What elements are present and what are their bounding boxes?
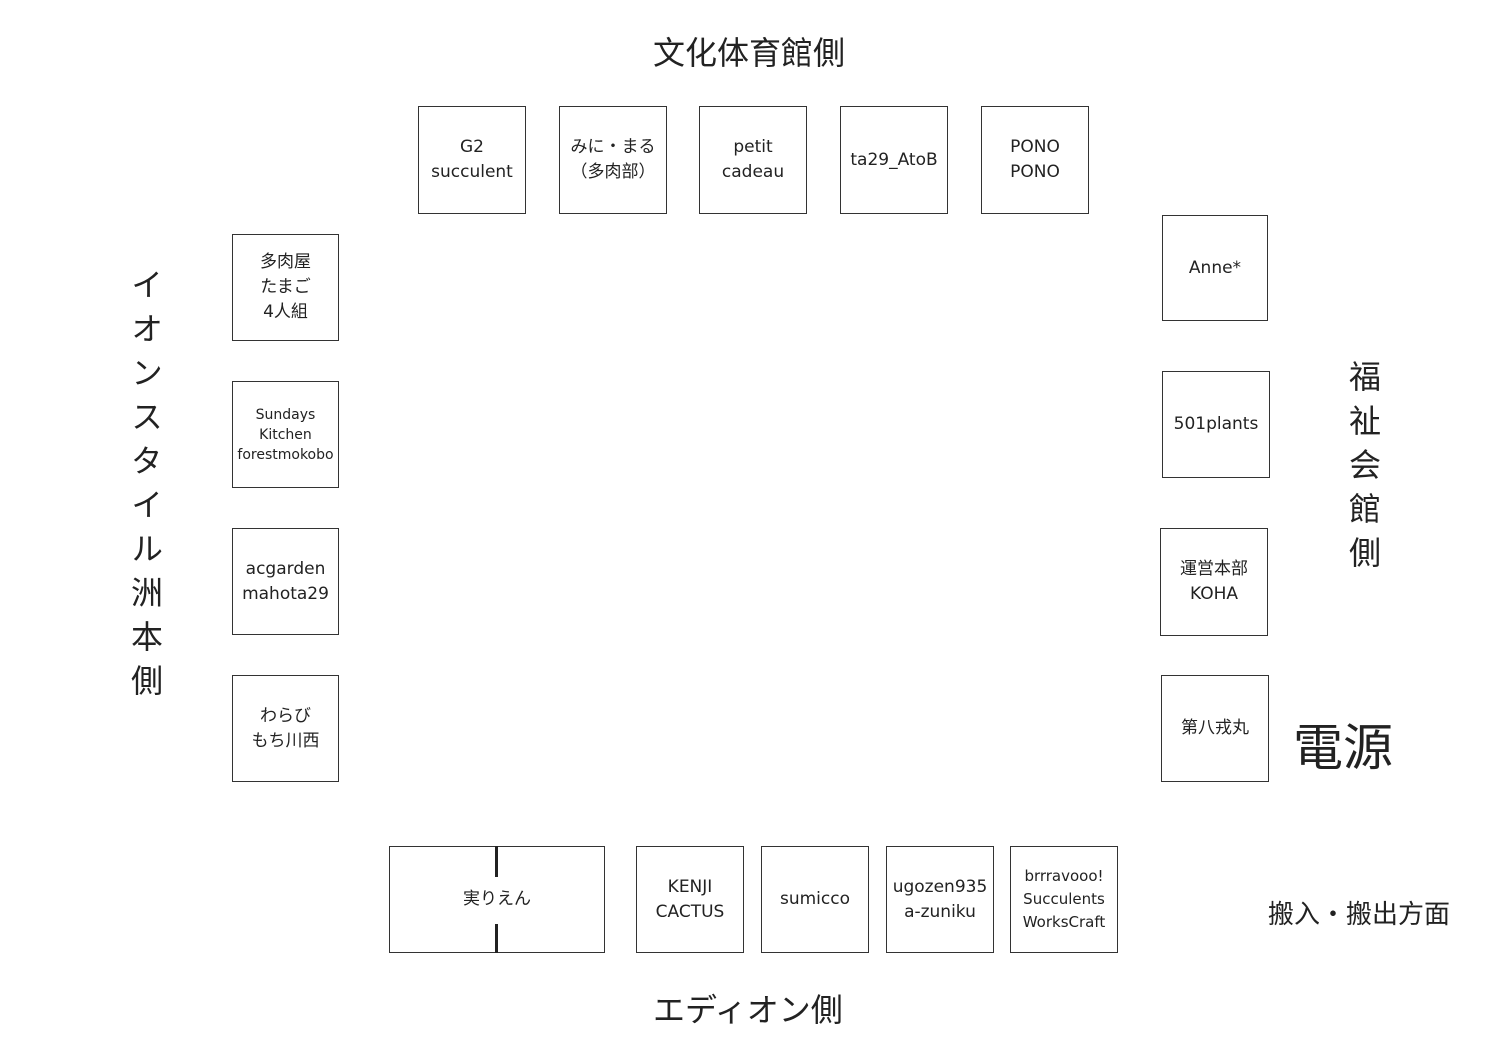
booth-right-1: Anne* <box>1162 215 1268 321</box>
label-top: 文化体育館側 <box>653 34 846 72</box>
booth-bottom-5: brrravooo! Succulents WorksCraft <box>1010 846 1118 953</box>
booth-right-3: 運営本部 KOHA <box>1160 528 1268 636</box>
booth-label: 実りえん <box>463 889 531 909</box>
booth-label: 多肉屋 たまご 4人組 <box>260 252 311 322</box>
booth-label: KENJI CACTUS <box>655 876 725 922</box>
booth-top-5: PONO PONO <box>981 106 1089 214</box>
booth-label: G2 succulent <box>431 137 513 182</box>
booth-label: わらび もち川西 <box>251 705 320 751</box>
booth-top-2: みに・まる （多肉部） <box>559 106 667 214</box>
label-loading: 搬入・搬出方面 <box>1268 900 1451 930</box>
booth-label: 501plants <box>1173 414 1259 434</box>
booth-left-3: acgarden mahota29 <box>232 528 339 635</box>
booth-divider <box>495 924 498 953</box>
booth-top-4: ta29_AtoB <box>840 106 948 214</box>
label-bottom: エディオン側 <box>653 991 843 1029</box>
booth-divider <box>495 846 498 877</box>
booth-label: ta29_AtoB <box>850 149 938 170</box>
booth-label: Sundays Kitchen forestmokobo <box>237 406 334 463</box>
booth-bottom-3: sumicco <box>761 846 869 953</box>
booth-label: PONO PONO <box>1010 137 1060 182</box>
label-left: イオンスタイル洲本側 <box>126 268 164 708</box>
booth-label: Anne* <box>1188 257 1242 278</box>
booth-left-1: 多肉屋 たまご 4人組 <box>232 234 339 341</box>
booth-right-2: 501plants <box>1162 371 1270 478</box>
booth-top-3: petit cadeau <box>699 106 807 214</box>
booth-label: petit cadeau <box>721 137 785 182</box>
booth-label: ugozen935 a-zuniku <box>892 876 988 922</box>
booth-left-4: わらび もち川西 <box>232 675 339 782</box>
booth-left-2: Sundays Kitchen forestmokobo <box>232 381 339 488</box>
booth-top-1: G2 succulent <box>418 106 526 214</box>
label-right: 福祉会館側 <box>1344 360 1382 580</box>
booth-label: みに・まる （多肉部） <box>570 137 656 182</box>
booth-right-4: 第八戎丸 <box>1161 675 1269 782</box>
booth-label: brrravooo! Succulents WorksCraft <box>1022 867 1106 931</box>
booth-bottom-4: ugozen935 a-zuniku <box>886 846 994 953</box>
label-power: 電源 <box>1293 719 1393 777</box>
booth-label: sumicco <box>779 889 850 909</box>
booth-label: 第八戎丸 <box>1181 718 1249 738</box>
booth-label: 運営本部 KOHA <box>1180 559 1248 604</box>
booth-bottom-2: KENJI CACTUS <box>636 846 744 953</box>
booth-label: acgarden mahota29 <box>242 558 329 604</box>
